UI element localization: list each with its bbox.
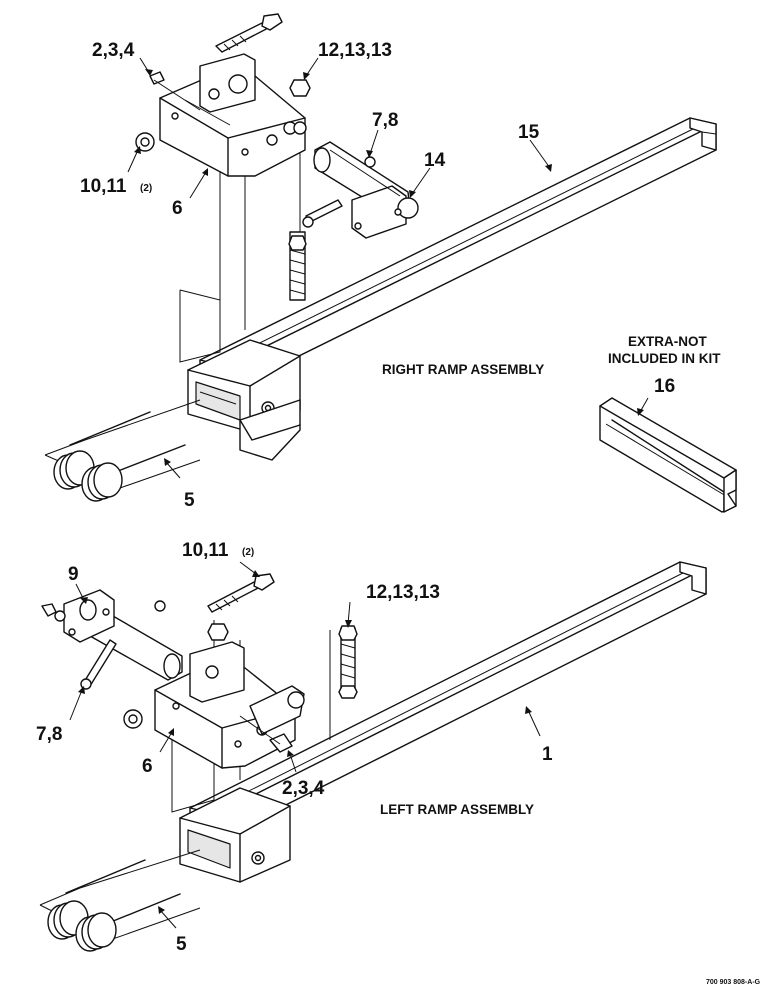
upper-bolt [215, 13, 283, 53]
callout-16: 16 [654, 376, 675, 397]
callout-14: 14 [424, 150, 446, 171]
small-bolt-upper [149, 71, 165, 85]
bolt-10-11-lower [207, 573, 275, 613]
nut-upper [289, 79, 311, 97]
label-extra-line1: EXTRA-NOT [628, 334, 707, 349]
extra-part-16 [599, 397, 737, 513]
label-right-ramp: RIGHT RAMP ASSEMBLY [382, 362, 544, 377]
callouts: 2,3,4 12,13,13 7,8 14 15 10,11 (2) 6 5 R… [36, 40, 761, 986]
callout-9: 9 [68, 564, 79, 585]
callout-2-3-4-upper: 2,3,4 [92, 40, 135, 61]
bolt-7-8-lower [80, 639, 117, 690]
callout-5-lower: 5 [176, 934, 187, 955]
bolt-7-8-upper [302, 156, 376, 228]
channel-box [187, 339, 301, 461]
callout-10-11-lower: 10,11 [182, 540, 229, 561]
mounting-bracket-6 [159, 53, 306, 177]
callout-7-8-upper: 7,8 [372, 110, 398, 131]
callout-7-8-lower: 7,8 [36, 724, 62, 745]
callout-10-11-qty-lower: (2) [242, 547, 254, 558]
callout-10-11-qty-upper: (2) [140, 183, 152, 194]
callout-6-upper: 6 [172, 198, 183, 219]
callout-6-lower: 6 [142, 756, 153, 777]
figure-id: 700 903 808-A-G [706, 979, 761, 986]
left-ramp-assembly [39, 561, 707, 952]
pin-14 [313, 141, 419, 239]
channel-box-lower [179, 787, 291, 883]
leader-lines [69, 57, 649, 929]
callout-12-13-13-upper: 12,13,13 [318, 40, 392, 61]
torsion-spring-5-lower [39, 849, 201, 952]
bolt-12-13-lower [338, 625, 358, 699]
bolt-upper [288, 231, 307, 301]
callout-10-11-upper: 10,11 [80, 176, 127, 197]
callout-1: 1 [542, 744, 553, 765]
pin-9 [63, 589, 183, 681]
right-ramp-assembly [44, 13, 717, 502]
label-left-ramp: LEFT RAMP ASSEMBLY [380, 802, 534, 817]
callout-15: 15 [518, 122, 540, 143]
mounting-bracket-6-lower [154, 641, 305, 769]
bolt-2-3-4-lower [269, 733, 293, 753]
torsion-spring-5-upper [44, 399, 201, 502]
nut-lower-left [41, 603, 57, 617]
nut-lower-upper [293, 121, 307, 135]
label-extra-line2: INCLUDED IN KIT [608, 351, 721, 366]
callout-12-13-13-lower: 12,13,13 [366, 582, 440, 603]
callout-5-upper: 5 [184, 490, 195, 511]
nut-lower-mid [207, 623, 229, 641]
callout-2-3-4-lower: 2,3,4 [282, 778, 325, 799]
